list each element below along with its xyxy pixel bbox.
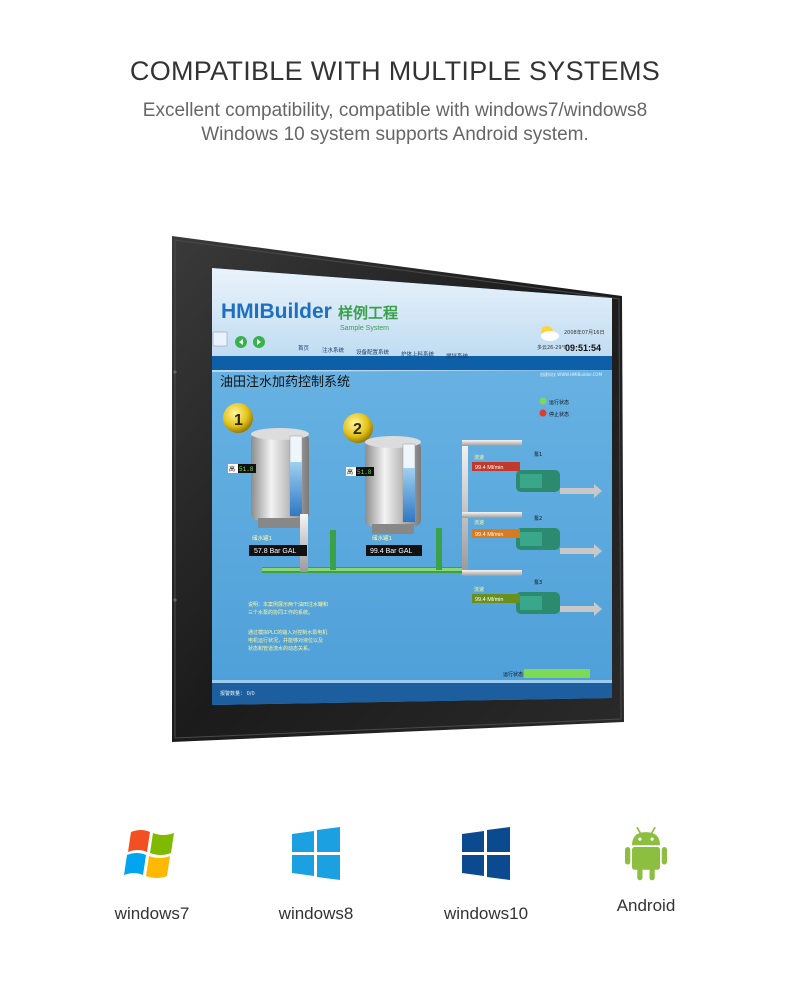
hmi-nav-1: 注水系统 [322,346,345,354]
hmi-brand-sub: Sample System [340,325,389,332]
hmi-weather: 多云26-29℃ [537,344,568,351]
tank1-reading: 57.8 Bar GAL [254,548,297,555]
pump3-flow: 99.4 Ml/min [475,597,503,603]
os-item-windows7: windows7 [82,826,222,924]
hmi-status-left: 报警数量： 0/0 [220,690,255,697]
hmi-date: 2008年07月16日 [564,329,604,336]
hmi-brand: HMIBuilder [221,300,332,323]
hmi-nav-3: 炉体上料系统 [401,350,435,358]
pump2-flow: 99.4 Ml/min [475,532,503,538]
os-label-android: Android [616,896,676,915]
pump3-label: 泵3 [534,580,542,586]
pump1-flow: 99.4 Ml/min [475,465,503,471]
tank2-badge: 2 [353,421,362,438]
description-line-3: 通过模拟PLC的输入对控制水泵电机 [248,629,327,636]
tank2-level-tag: 高 [347,468,353,476]
tank1-level-value: 51.8 [239,466,254,473]
tank2-level-value: 51.8 [357,469,372,476]
pump2-label: 泵2 [534,516,542,522]
legend-running: 运行状态 [549,399,569,406]
tank2-reading: 99.4 Bar GAL [370,548,413,555]
pump1-label: 泵1 [534,452,542,458]
page-title: COMPATIBLE WITH MULTIPLE SYSTEMS [129,56,661,86]
hmi-brand-cn: 样例工程 [338,304,398,322]
os-label-windows10: windows10 [443,904,529,923]
os-item-android: Android [576,826,716,916]
page-subtitle-line1: Excellent compatibility, compatible with… [142,100,648,121]
hmi-time: 09:51:54 [565,343,601,353]
tank1-name: 储水罐1 [252,534,272,542]
hmi-nav-0: 首页 [298,344,310,352]
os-label-windows8: windows8 [278,904,354,923]
tank1-level-tag: 高 [229,465,235,473]
pump1-flow-label: 流速 [474,454,484,461]
windows7-logo-icon [124,830,174,878]
description-line-1: 三个水泵的协同工作的系统。 [248,609,313,616]
description-line-0: 说明：本案例展示两个油田注水罐和 [248,601,328,608]
windows10-logo-icon [462,827,510,880]
pump2-flow-label: 流速 [474,519,484,526]
page-subtitle-line2: Windows 10 system supports Android syste… [201,124,589,145]
android-logo-icon [625,826,667,881]
hmi-status-right: 运行状态 [503,671,523,678]
tank2-name: 储水罐1 [372,534,392,542]
hmi-company: 创建科技 WWW.HMIBuilder.COM [540,371,603,377]
legend-stopped: 停止状态 [549,411,569,418]
hmi-main-title: 油田注水加药控制系统 [220,375,350,390]
os-item-windows10: windows10 [416,826,556,924]
description-line-5: 状态和管道流水的动态关系。 [248,645,313,652]
hmi-nav-4: 搅拌系统 [446,352,469,360]
hmi-nav-2: 设备配置系统 [356,348,390,356]
tank1-badge: 1 [234,412,243,429]
pump3-flow-label: 流速 [474,586,484,593]
windows8-logo-icon [292,827,340,880]
os-item-windows8: windows8 [246,826,386,924]
description-line-4: 电机运行状况，并能够对液位以及 [248,637,323,644]
os-label-windows7: windows7 [114,904,190,923]
